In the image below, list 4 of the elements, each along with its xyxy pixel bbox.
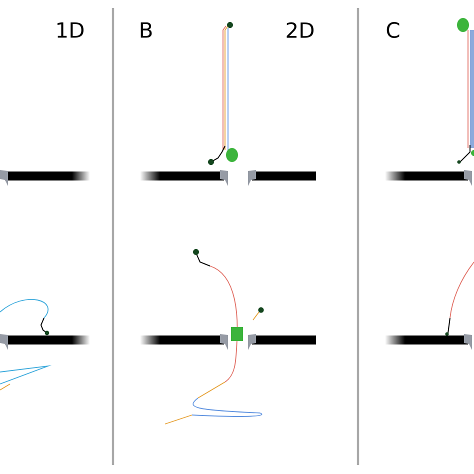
panel-label: 2D	[286, 22, 314, 38]
panel-label: 1D	[58, 22, 84, 38]
panel-label: C	[386, 22, 400, 38]
panel-label: B	[140, 22, 152, 38]
